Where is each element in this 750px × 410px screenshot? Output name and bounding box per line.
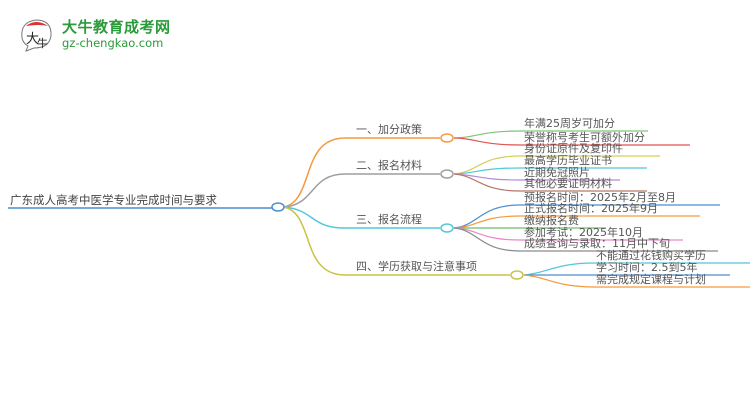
logo-url: gz-chengkao.com	[62, 36, 164, 50]
leaf-pre-registration[interactable]: 预报名时间：2025年2月至8月	[524, 191, 676, 204]
leaf-age-bonus[interactable]: 年满25周岁可加分	[524, 117, 615, 130]
svg-text:大: 大	[26, 32, 39, 47]
root-topic[interactable]: 广东成人高考中医学专业完成时间与要求	[10, 193, 217, 207]
leaf-results[interactable]: 成绩查询与录取：11月中下旬	[524, 237, 670, 250]
root-node-handle	[271, 202, 285, 212]
branch-registration-process[interactable]: 三、报名流程	[356, 213, 422, 226]
leaf-diploma[interactable]: 最高学历毕业证书	[524, 154, 612, 167]
leaf-photo[interactable]: 近期免冠照片	[524, 166, 590, 179]
bull-mascot-icon: 大 牛	[21, 19, 52, 52]
svg-text:牛: 牛	[37, 36, 48, 50]
leaf-complete-courses[interactable]: 需完成规定课程与计划	[596, 273, 706, 286]
logo-title: 大牛教育成考网	[62, 18, 171, 36]
site-logo[interactable]: 大 牛 大牛教育成考网 gz-chengkao.com	[18, 14, 188, 54]
leaf-other-docs[interactable]: 其他必要证明材料	[524, 177, 612, 190]
branch-bonus-policy[interactable]: 一、加分政策	[356, 123, 422, 136]
leaf-formal-registration[interactable]: 正式报名时间：2025年9月	[524, 202, 658, 215]
leaf-no-buying-degree[interactable]: 不能通过花钱购买学历	[596, 249, 706, 262]
leaf-exam-date[interactable]: 参加考试：2025年10月	[524, 226, 643, 239]
leaf-study-duration[interactable]: 学习时间：2.5到5年	[596, 261, 698, 274]
branch-degree-notes[interactable]: 四、学历获取与注意事项	[356, 260, 477, 273]
leaf-honor-bonus[interactable]: 荣誉称号考生可额外加分	[524, 131, 645, 144]
leaf-id-card[interactable]: 身份证原件及复印件	[524, 142, 623, 155]
leaf-pay-fee[interactable]: 缴纳报名费	[524, 214, 579, 227]
branch-registration-materials[interactable]: 二、报名材料	[356, 159, 422, 172]
